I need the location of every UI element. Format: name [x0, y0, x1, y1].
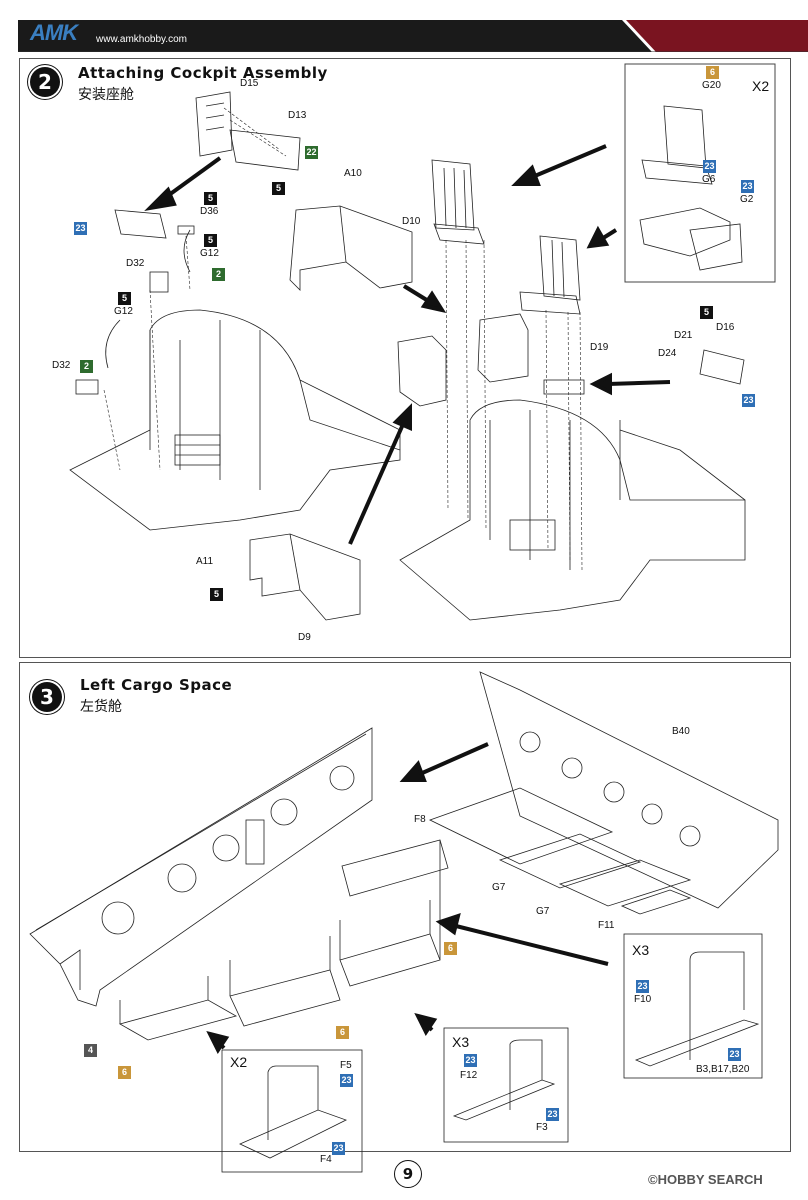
label-D24: D24 — [658, 348, 677, 359]
label-G6: G6 — [702, 174, 716, 185]
label-A10: A10 — [344, 168, 362, 179]
paint-badge-6: 6 — [706, 66, 719, 79]
page-header: AMK www.amkhobby.com — [0, 0, 808, 52]
paint-badge-23: 23 — [742, 394, 755, 407]
label-D10: D10 — [402, 216, 421, 227]
watermark: ©HOBBY SEARCH — [648, 1172, 763, 1187]
paint-badge-23: 23 — [332, 1142, 345, 1155]
website-url: www.amkhobby.com — [96, 34, 187, 45]
label-A11: A11 — [196, 556, 214, 567]
step3-number: 3 — [32, 682, 62, 712]
label-F11: F11 — [598, 920, 615, 931]
paint-badge-4: 4 — [84, 1044, 97, 1057]
step2-subtitle: 安装座舱 — [78, 87, 134, 103]
label-D16: D16 — [716, 322, 735, 333]
label-D36: D36 — [200, 206, 219, 217]
paint-badge-23: 23 — [464, 1054, 477, 1067]
inset-multiplier: X2 — [230, 1054, 248, 1070]
label-D21: D21 — [674, 330, 693, 341]
step2-inset-multiplier: X2 — [752, 78, 770, 94]
paint-badge-2: 2 — [80, 360, 93, 373]
paint-badge-5: 5 — [118, 292, 131, 305]
step2-number: 2 — [30, 67, 60, 97]
step3-panel — [19, 662, 791, 1152]
paint-badge-6: 6 — [336, 1026, 349, 1039]
step3-subtitle: 左货舱 — [80, 699, 122, 715]
inset-multiplier: X3 — [452, 1034, 470, 1050]
paint-badge-5: 5 — [700, 306, 713, 319]
paint-badge-23: 23 — [636, 980, 649, 993]
label-F10: F10 — [634, 994, 652, 1005]
paint-badge-23: 23 — [546, 1108, 559, 1121]
paint-badge-5: 5 — [204, 192, 217, 205]
label-F8: F8 — [414, 814, 426, 825]
label-G12: G12 — [200, 248, 219, 259]
label-B40: B40 — [672, 726, 690, 737]
label-F5: F5 — [340, 1060, 352, 1071]
label-G7: G7 — [492, 882, 506, 893]
paint-badge-22: 22 — [305, 146, 318, 159]
header-band — [18, 20, 808, 52]
paint-badge-23: 23 — [74, 222, 87, 235]
label-B3-B17-B20: B3,B17,B20 — [696, 1064, 750, 1075]
label-F12: F12 — [460, 1070, 478, 1081]
label-D15: D15 — [240, 78, 259, 89]
label-G20: G20 — [702, 80, 721, 91]
paint-badge-23: 23 — [703, 160, 716, 173]
step2-title: Attaching Cockpit Assembly — [78, 64, 328, 82]
page-number: 9 — [394, 1160, 422, 1188]
label-D19: D19 — [590, 342, 609, 353]
paint-badge-6: 6 — [444, 942, 457, 955]
paint-badge-5: 5 — [204, 234, 217, 247]
label-F4: F4 — [320, 1154, 332, 1165]
label-F3: F3 — [536, 1122, 548, 1133]
label-D9: D9 — [298, 632, 311, 643]
inset-multiplier: X3 — [632, 942, 650, 958]
label-G2: G2 — [740, 194, 754, 205]
brand-logo: AMK — [30, 20, 78, 45]
label-D32: D32 — [126, 258, 145, 269]
label-G7: G7 — [536, 906, 550, 917]
label-D13: D13 — [288, 110, 307, 121]
paint-badge-2: 2 — [212, 268, 225, 281]
step3-title: Left Cargo Space — [80, 676, 233, 694]
paint-badge-5: 5 — [272, 182, 285, 195]
paint-badge-5: 5 — [210, 588, 223, 601]
paint-badge-23: 23 — [741, 180, 754, 193]
paint-badge-23: 23 — [728, 1048, 741, 1061]
step2-panel — [19, 58, 791, 658]
label-G12: G12 — [114, 306, 133, 317]
paint-badge-23: 23 — [340, 1074, 353, 1087]
label-D32: D32 — [52, 360, 71, 371]
paint-badge-6: 6 — [118, 1066, 131, 1079]
